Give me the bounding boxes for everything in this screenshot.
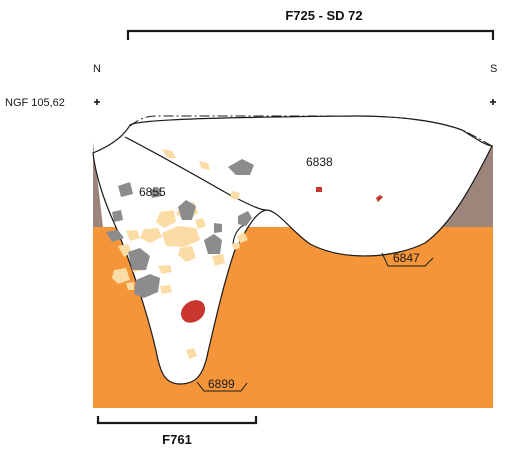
top-bracket <box>126 29 495 40</box>
leader-6847 <box>381 252 434 267</box>
unit-label-6838: 6838 <box>306 155 333 169</box>
bottom-bracket <box>96 416 258 425</box>
unit-label-6899: 6899 <box>208 377 235 391</box>
leader-6899 <box>196 381 248 392</box>
datum-label: NGF 105,62 <box>5 97 65 109</box>
grey-stones <box>106 159 254 298</box>
unit-label-6847: 6847 <box>393 251 420 265</box>
datum-cross-icon <box>94 99 100 105</box>
fill-boundary-line <box>124 136 267 211</box>
interface-line-small <box>232 224 245 247</box>
datum-cross-right-icon <box>490 99 496 105</box>
orientation-north: N <box>93 63 101 75</box>
topsoil-layer-right <box>430 145 493 227</box>
unit-label-6855: 6855 <box>139 185 166 199</box>
orientation-south: S <box>490 63 497 75</box>
tile-fragments <box>181 187 383 323</box>
bottom-section-label: F761 <box>162 432 192 447</box>
section-title: F725 - SD 72 <box>285 8 362 23</box>
